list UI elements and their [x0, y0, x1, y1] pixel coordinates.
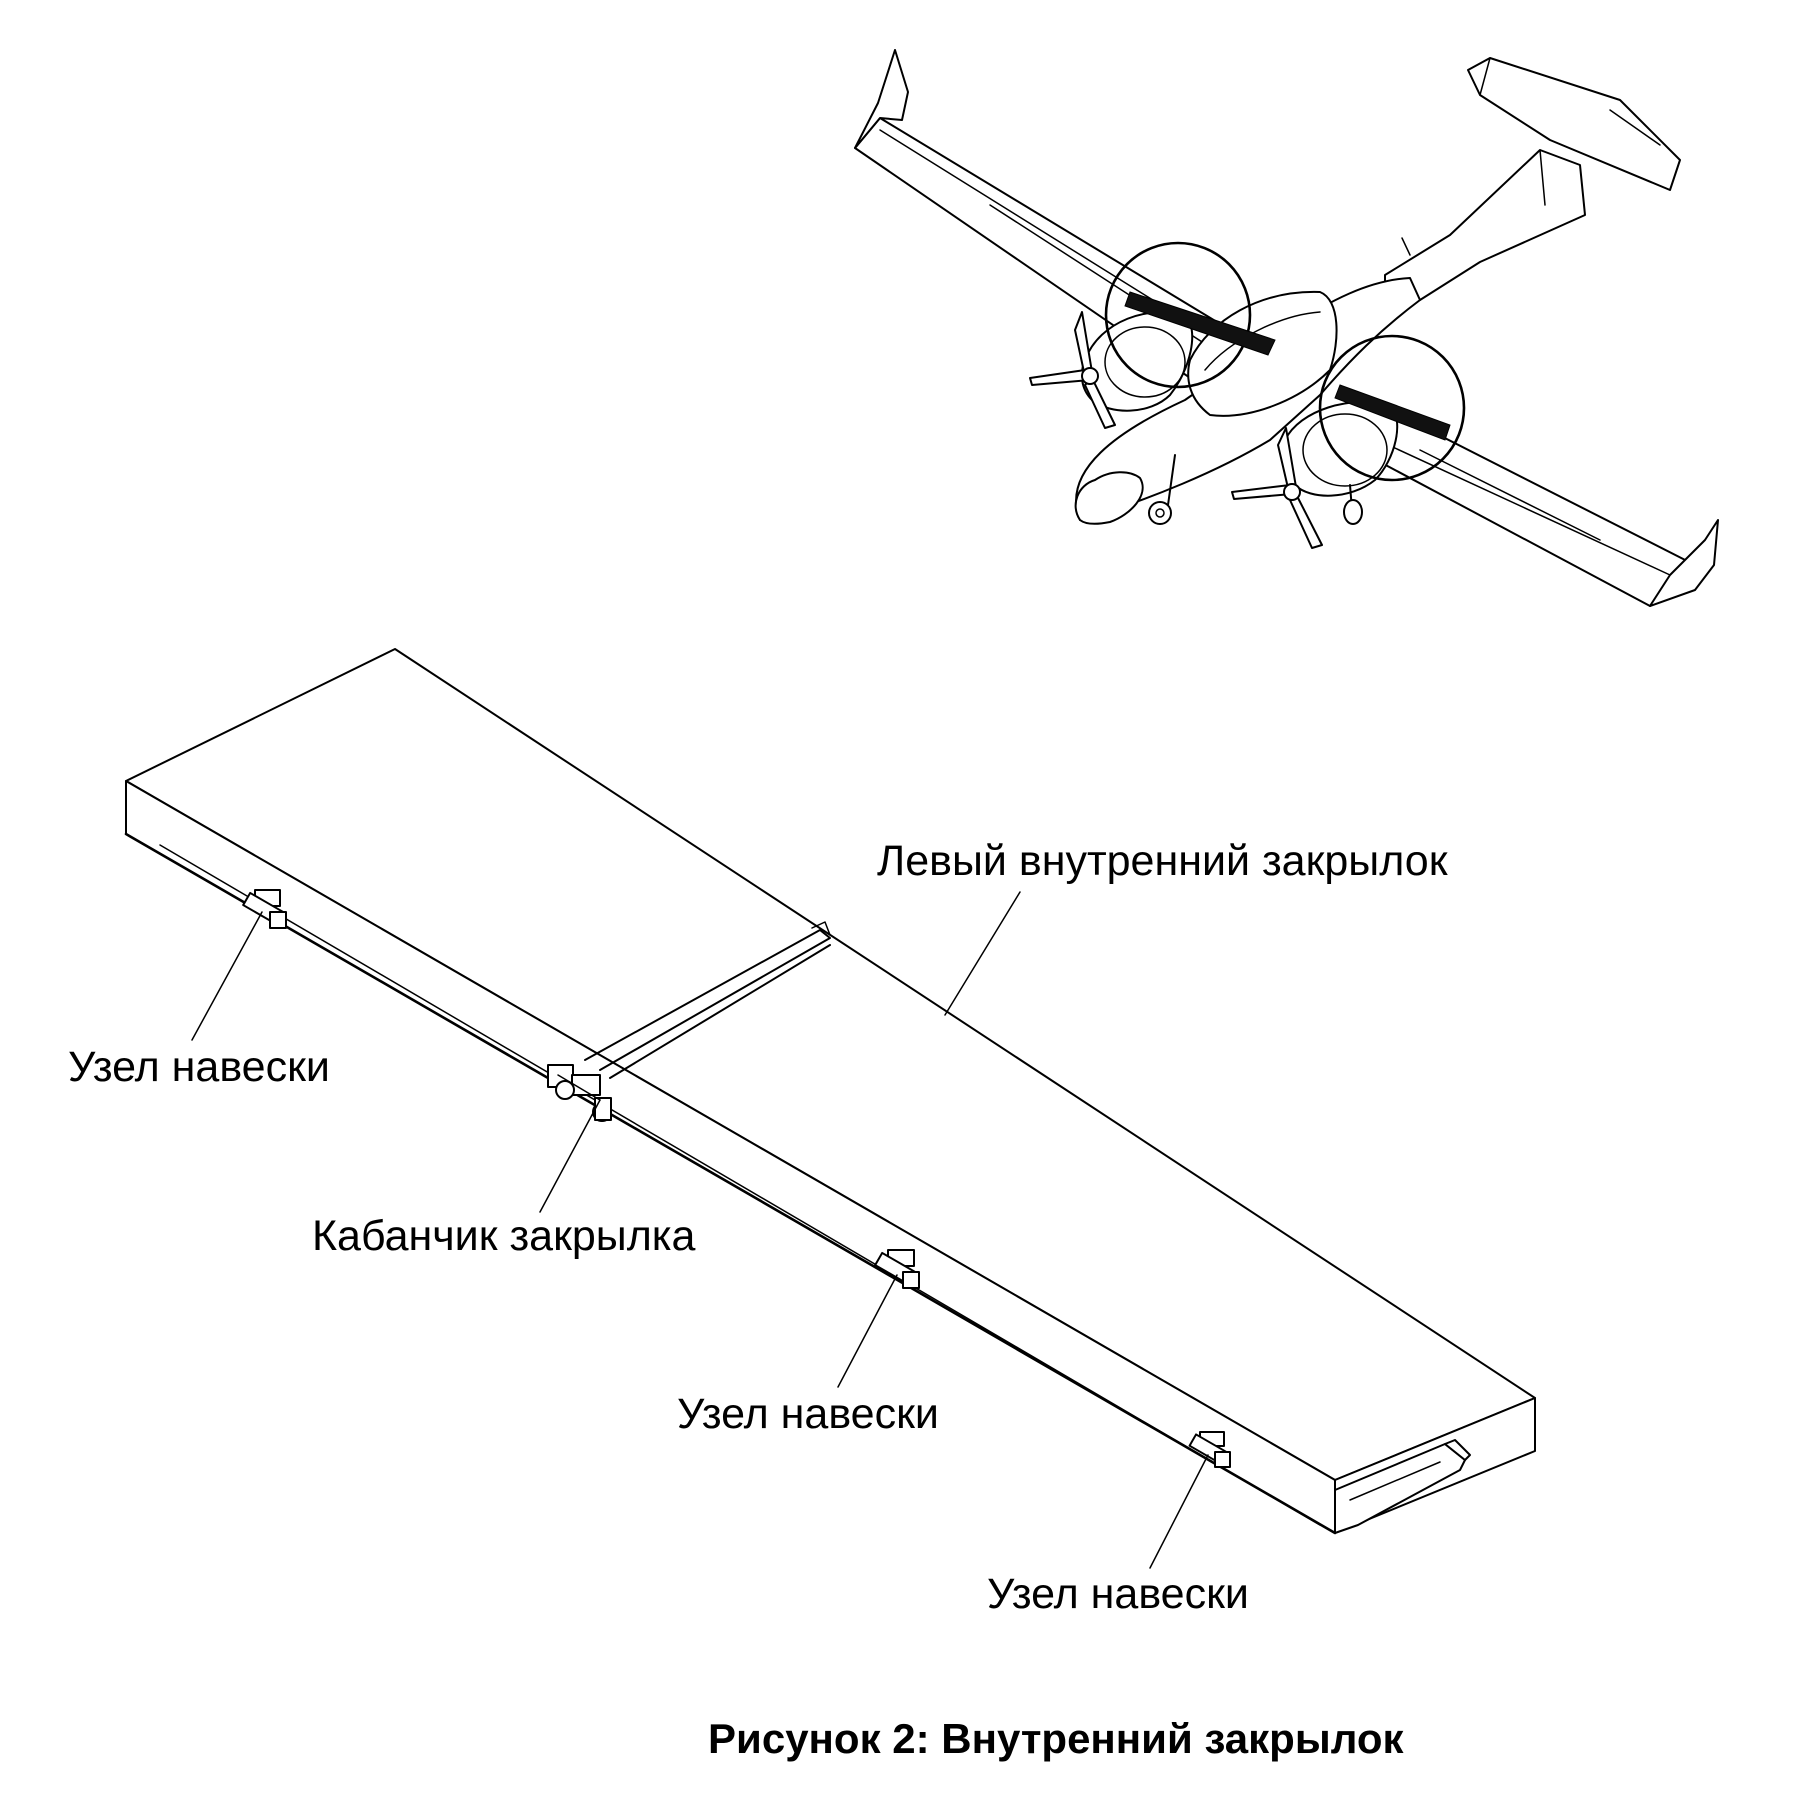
- leader-line-flap-horn: [539, 1099, 601, 1213]
- hinge-fitting-2: [874, 1249, 920, 1289]
- figure-caption: Рисунок 2: Внутренний закрылок: [708, 1715, 1404, 1762]
- leader-line-hinge-1: [191, 911, 263, 1041]
- flap-top-surface: [125, 648, 1536, 1481]
- flap-horn-label: Кабанчик закрылка: [312, 1212, 696, 1260]
- leader-line-hinge-3: [1149, 1454, 1209, 1569]
- hinge-label-3: Узел навески: [987, 1570, 1249, 1618]
- leader-lines: [191, 891, 1209, 1569]
- aircraft-overview-illustration: [854, 49, 1719, 607]
- leader-line-flap-name: [944, 891, 1021, 1016]
- flap-horn-linkage: [584, 929, 831, 1071]
- leader-line-hinge-2: [837, 1274, 898, 1388]
- hinge-fitting-3: [1188, 1431, 1231, 1468]
- flap-drawing: [124, 648, 1536, 1535]
- hinge-label-2: Узел навески: [677, 1390, 939, 1438]
- hinge-fitting-1: [242, 889, 287, 929]
- flap-name-label: Левый внутренний закрылок: [877, 837, 1449, 885]
- hinge-label-1: Узел навески: [68, 1043, 330, 1091]
